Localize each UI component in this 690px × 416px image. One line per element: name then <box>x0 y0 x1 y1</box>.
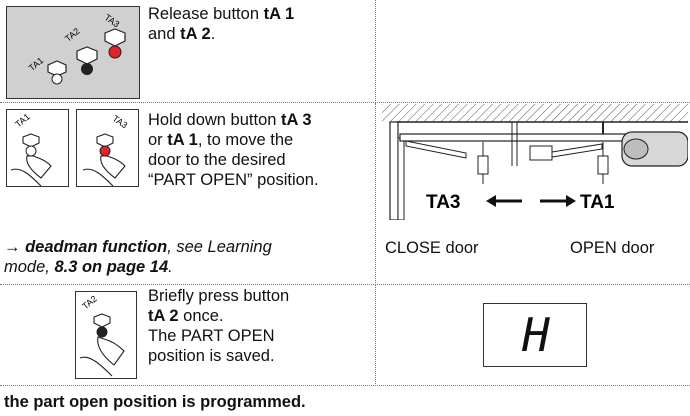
end-stop-right <box>597 155 609 175</box>
ta1-hold-icon-label: TA1 <box>13 112 32 130</box>
ta3-icon-label: TA3 <box>103 12 122 29</box>
row2-text-3: , to move the <box>197 131 294 149</box>
door-diagram: TA3 TA1 <box>382 104 689 221</box>
note-text-1: , see Learning <box>167 238 272 256</box>
arrow-left-icon <box>486 195 496 207</box>
rail <box>399 133 631 142</box>
row1-period: . <box>210 25 216 43</box>
row2-divider <box>0 103 690 285</box>
learning-mode-reference[interactable]: 8.3 on page 14 <box>54 258 169 276</box>
button-ta2-label: tA 2 <box>180 25 211 43</box>
ta3-hold-icon-label: TA3 <box>111 113 130 130</box>
button-ta3-label: tA 3 <box>281 111 312 129</box>
arrow-right-icon <box>566 195 576 207</box>
ta3-arrow-label: TA3 <box>426 192 460 213</box>
row3-text-4: position is saved. <box>148 347 275 365</box>
row1-text-1: Release button <box>148 5 264 23</box>
row3-text-1: Briefly press button <box>148 287 290 305</box>
footer-text: the part open position is programmed. <box>4 393 306 411</box>
note-arrow: → <box>4 238 26 256</box>
deadman-function-label: deadman function <box>25 238 168 256</box>
row1-text-2: and <box>148 25 181 43</box>
row3-text-2: once. <box>178 307 224 325</box>
note-text-2: mode, <box>4 258 55 276</box>
row2-text-4: door to the desired <box>148 151 286 169</box>
row3-text-3: The PART OPEN <box>148 327 275 345</box>
note-period: . <box>168 258 173 276</box>
display-char: H <box>522 308 550 362</box>
press-ta2-illustration: TA2 <box>75 291 137 379</box>
ta1-arrow-label: TA1 <box>580 192 615 213</box>
row1-instruction: Release button tA 1 and tA 2. <box>148 4 374 44</box>
row2-text-1: Hold down button <box>148 111 282 129</box>
deadman-note: → deadman function, see Learning mode, 8… <box>4 237 376 277</box>
ta2-press-icon-label: TA2 <box>80 294 99 312</box>
row3-instruction: Briefly press button tA 2 once. The PART… <box>148 286 374 366</box>
end-stop-left <box>477 155 489 175</box>
row2-text-2: or <box>148 131 168 149</box>
door-frame <box>389 121 399 221</box>
close-door-caption: CLOSE door <box>385 239 479 257</box>
carriage <box>529 145 553 161</box>
button-ta2-label-2: tA 2 <box>148 307 179 325</box>
ta1-icon-label: TA1 <box>27 55 46 73</box>
row2-text-5: “PART OPEN” position. <box>148 171 319 189</box>
row3-divider <box>0 285 690 386</box>
display-panel: H <box>483 303 587 367</box>
door-panel <box>397 137 405 221</box>
ta2-icon-label: TA2 <box>63 26 82 44</box>
arm-left <box>405 140 467 159</box>
row2-instruction: Hold down button tA 3 or tA 1, to move t… <box>148 110 374 190</box>
release-buttons-illustration: TA3 TA2 TA1 <box>6 6 140 99</box>
row3-col-divider <box>0 285 376 386</box>
row1-divider <box>0 0 690 103</box>
hold-ta3-illustration: TA3 <box>76 109 139 187</box>
row2-col-divider <box>0 103 376 285</box>
open-door-caption: OPEN door <box>570 239 655 257</box>
button-ta1-label: tA 1 <box>263 5 295 23</box>
hold-ta1-illustration: TA1 <box>6 109 69 187</box>
ceiling <box>382 104 688 122</box>
row1-col-divider <box>0 0 376 103</box>
button-ta1-label-2: tA 1 <box>167 131 198 149</box>
